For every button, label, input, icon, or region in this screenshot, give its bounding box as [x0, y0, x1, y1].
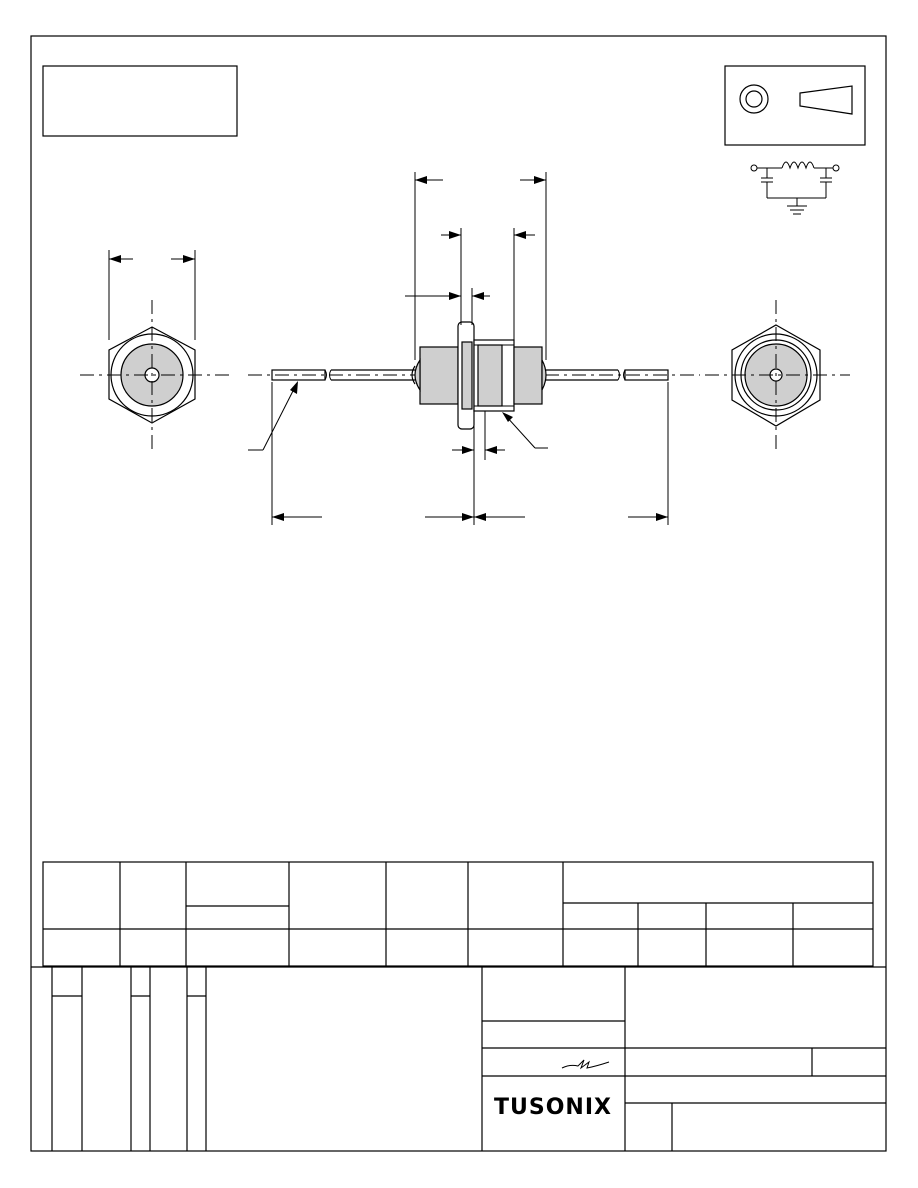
signature-mark — [561, 1059, 610, 1070]
right-end-view — [705, 300, 850, 450]
tusonix-logo: TUSONIX — [494, 1095, 612, 1120]
svg-text:TUSONIX: TUSONIX — [494, 1095, 612, 1120]
parts-table — [42, 861, 874, 967]
left-end-view — [80, 250, 230, 450]
symbol-box — [724, 65, 866, 146]
title-block: TUSONIX — [31, 966, 886, 1151]
pi-filter-schematic-icon — [750, 161, 840, 215]
tapered-cone-icon — [799, 85, 853, 115]
circle-ring-icon — [739, 84, 769, 114]
sheet-border — [30, 35, 887, 1152]
side-view — [248, 172, 700, 525]
notes-box — [42, 65, 238, 137]
